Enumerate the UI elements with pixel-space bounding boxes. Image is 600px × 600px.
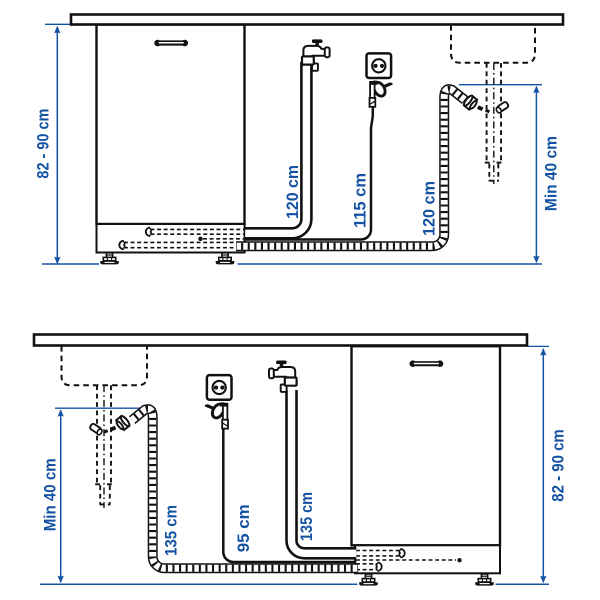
- svg-text:135 cm: 135 cm: [297, 492, 316, 541]
- svg-text:Min 40 cm: Min 40 cm: [40, 458, 59, 531]
- svg-text:82 - 90 cm: 82 - 90 cm: [549, 429, 568, 502]
- svg-text:115 cm: 115 cm: [351, 173, 370, 228]
- svg-text:120 cm: 120 cm: [419, 181, 438, 236]
- svg-text:Min 40 cm: Min 40 cm: [542, 136, 561, 211]
- svg-text:120 cm: 120 cm: [283, 165, 302, 219]
- svg-text:135 cm: 135 cm: [162, 505, 181, 556]
- svg-text:95 cm: 95 cm: [234, 504, 253, 552]
- svg-text:82 - 90 cm: 82 - 90 cm: [33, 109, 52, 179]
